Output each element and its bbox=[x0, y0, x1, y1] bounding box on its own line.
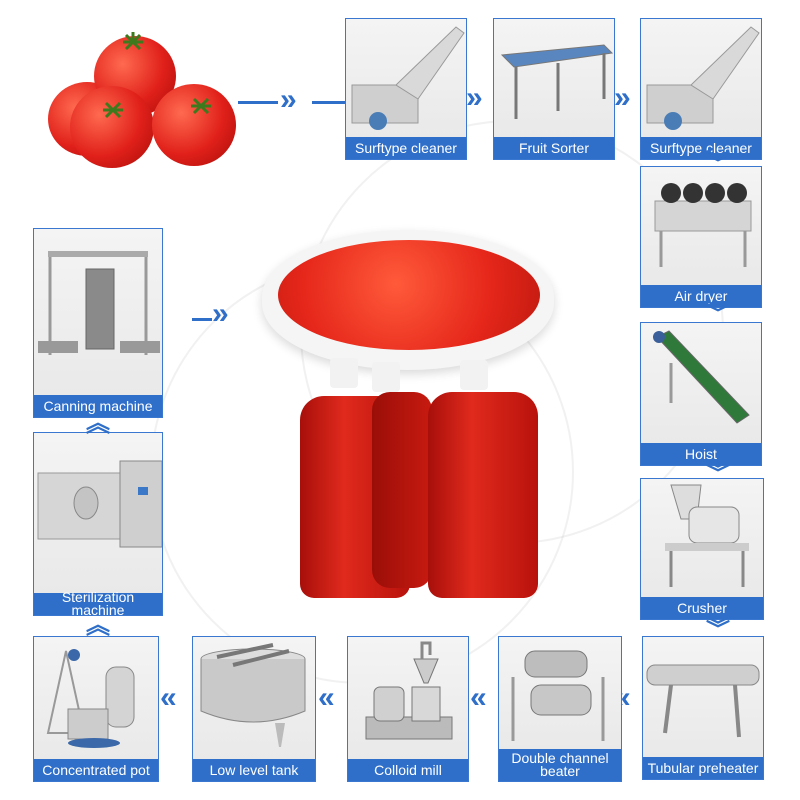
step-sterilization-machine: Sterilization machine bbox=[33, 432, 163, 617]
step-label: Surftype cleaner bbox=[346, 137, 466, 159]
arrow-left-icon: « bbox=[160, 681, 177, 714]
arrow-right-icon: » bbox=[614, 81, 631, 114]
step-label: Fruit Sorter bbox=[494, 137, 614, 159]
step-label: Colloid mill bbox=[348, 759, 468, 781]
step-label: Hoist bbox=[641, 443, 761, 465]
step-label: Crusher bbox=[641, 597, 763, 619]
step-fruit-sorter: Fruit Sorter bbox=[493, 18, 615, 160]
step-tubular-preheater: Tubular preheater bbox=[642, 636, 764, 780]
flow-line bbox=[312, 101, 346, 104]
step-colloid-mill: Colloid mill bbox=[347, 636, 469, 782]
arrow-left-icon: « bbox=[318, 681, 335, 714]
flow-line bbox=[238, 101, 278, 104]
step-label: Sterilization machine bbox=[34, 590, 162, 617]
step-label: Concentrated pot bbox=[34, 759, 158, 781]
step-label: Low level tank bbox=[193, 759, 315, 781]
arrow-right-icon: » bbox=[466, 81, 483, 114]
arrow-up-icon: ︽ bbox=[86, 612, 110, 639]
step-concentrated-pot: Concentrated pot bbox=[33, 636, 159, 782]
step-label: Double channel beater bbox=[499, 749, 621, 781]
step-label: Air dryer bbox=[641, 285, 761, 307]
step-label: Canning machine bbox=[34, 395, 162, 417]
step-label: Tubular preheater bbox=[643, 757, 763, 779]
step-surftype-cleaner-1: Surftype cleaner bbox=[345, 18, 467, 160]
step-double-channel-beater: Double channel beater bbox=[498, 636, 622, 782]
step-air-dryer: Air dryer bbox=[640, 166, 762, 308]
flow-line bbox=[192, 318, 212, 321]
step-canning-machine: Canning machine bbox=[33, 228, 163, 418]
tomato-paste-bowl-image bbox=[262, 230, 554, 380]
step-crusher: Crusher bbox=[640, 478, 764, 620]
arrow-down-icon: ︾ bbox=[706, 300, 730, 327]
arrow-right-icon: » bbox=[280, 83, 297, 116]
step-surftype-cleaner-2: Surftype cleaner bbox=[640, 18, 762, 160]
step-hoist: Hoist bbox=[640, 322, 762, 466]
arrow-left-icon: « bbox=[470, 681, 487, 714]
arrow-right-icon: » bbox=[212, 297, 229, 330]
step-low-level-tank: Low level tank bbox=[192, 636, 316, 782]
step-label: Surftype cleaner bbox=[641, 137, 761, 159]
